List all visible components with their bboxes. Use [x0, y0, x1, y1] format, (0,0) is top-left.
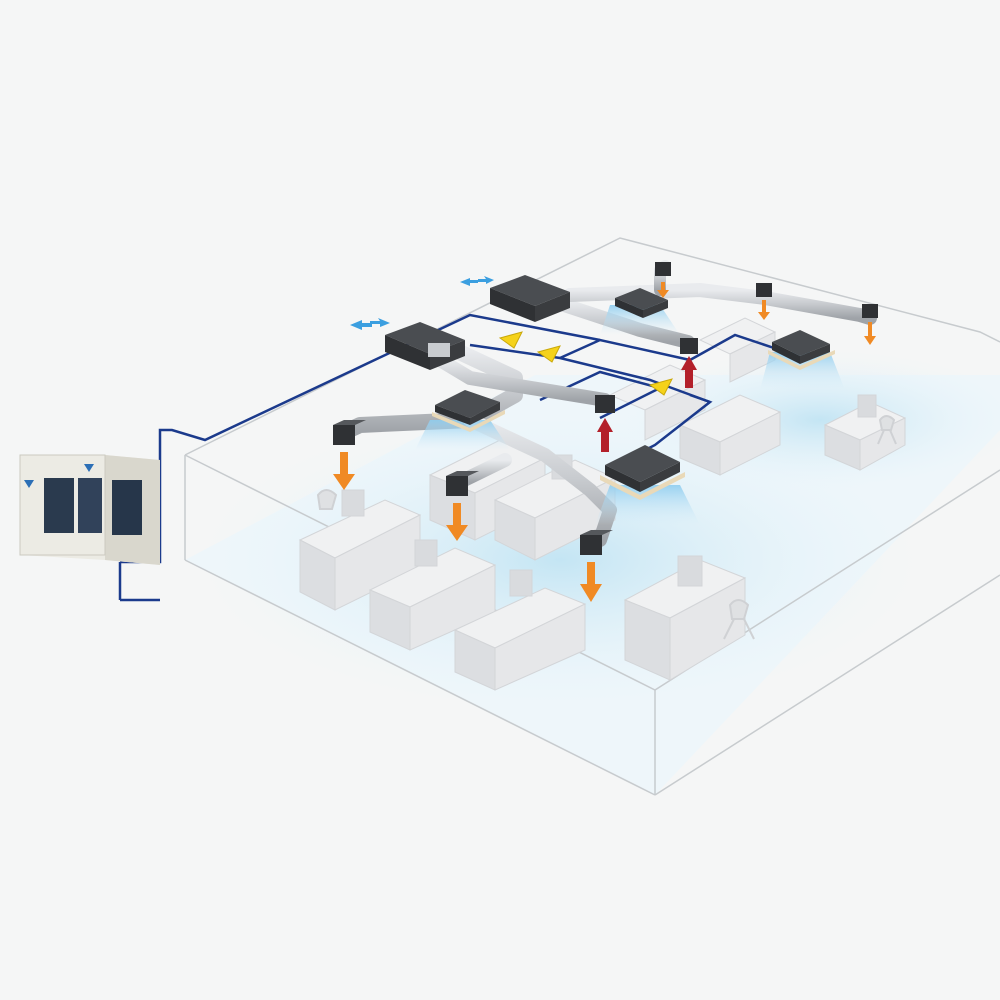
- room-outline: [184, 559, 656, 796]
- diffuser: [756, 283, 772, 297]
- exhaust-air-arrows: [597, 356, 697, 452]
- cassette-units: [432, 288, 835, 500]
- brand-logo-icon: [24, 464, 94, 488]
- cassette-unit: [432, 390, 505, 432]
- outdoor-unit: [19, 454, 160, 565]
- cassette-unit: [768, 330, 835, 370]
- exhaust-arrow-icon: [681, 356, 697, 388]
- refrigerant-pipe: [539, 370, 664, 420]
- airflow-cone: [595, 485, 700, 525]
- room-outline: [654, 574, 1000, 796]
- chair: [316, 489, 338, 510]
- duct: [433, 353, 612, 407]
- airflow-cone: [415, 420, 510, 450]
- heat-reclaim-ventilator: [385, 322, 465, 370]
- supply-arrow-icon: [580, 562, 602, 602]
- outdoor-unit-grille: [78, 478, 102, 533]
- supply-arrow-icon: [657, 282, 669, 298]
- supply-arrow-icon: [446, 503, 468, 541]
- chair: [723, 599, 755, 640]
- bs-box-icon: [648, 378, 673, 396]
- desk-row: [823, 394, 907, 471]
- bs-box-icon: [536, 345, 561, 363]
- desk-row: [678, 394, 782, 476]
- diffuser: [862, 304, 878, 318]
- diffuser: [595, 395, 615, 413]
- desk-row: [368, 539, 497, 651]
- outdoor-unit-grille: [112, 480, 142, 535]
- desk-row: [298, 489, 422, 611]
- airflow-cone: [760, 352, 845, 390]
- refrigerant-pipe: [469, 343, 711, 404]
- diffusers: [333, 262, 878, 555]
- heat-reclaim-ventilator: [490, 275, 570, 322]
- supply-arrow-icon: [333, 452, 355, 490]
- diffuser: [680, 338, 698, 354]
- airflow-cones: [415, 305, 845, 525]
- bs-box-icon: [498, 331, 523, 349]
- cassette-unit: [600, 445, 685, 500]
- desk-row: [623, 555, 747, 681]
- intake-arrow-icon: [460, 276, 494, 286]
- cassette-unit: [615, 288, 668, 318]
- diffuser: [446, 471, 479, 496]
- intake-arrow-icon: [350, 318, 390, 330]
- diffuser: [655, 262, 671, 276]
- bs-boxes: [498, 331, 673, 396]
- desk-row: [453, 569, 587, 691]
- airflow-cone: [600, 305, 680, 335]
- supply-arrow-icon: [864, 322, 876, 345]
- supply-air-arrows: [333, 282, 876, 602]
- diffuser: [580, 530, 613, 555]
- exhaust-arrow-icon: [597, 418, 613, 452]
- intake-arrows: [350, 276, 494, 330]
- chairs: [316, 415, 897, 640]
- chair: [877, 415, 897, 445]
- diffuser: [333, 420, 366, 445]
- supply-arrow-icon: [758, 300, 770, 320]
- outdoor-unit-grille: [44, 478, 74, 533]
- office-furniture: [298, 317, 907, 691]
